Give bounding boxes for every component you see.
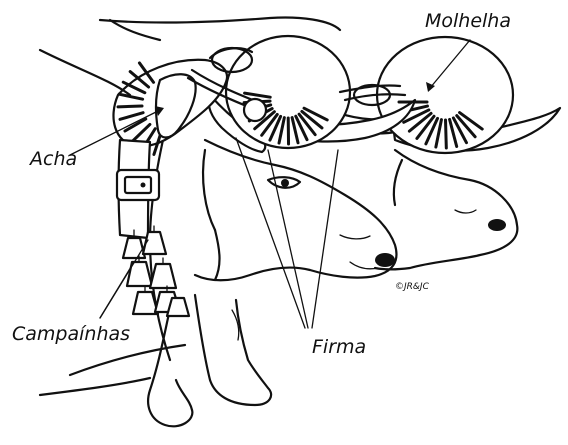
- label-campainhas: Campaínhas: [12, 325, 130, 344]
- bells: [123, 226, 189, 316]
- cushion-rib: [118, 106, 142, 107]
- cushion-rib: [446, 120, 447, 148]
- label-firma: Firma: [312, 338, 366, 357]
- front-ox: [148, 110, 396, 426]
- label-acha: Acha: [30, 150, 77, 169]
- copyright-text: ©JR&JC: [395, 283, 429, 292]
- label-molhelha: Molhelha: [425, 12, 511, 31]
- front-molhelha: [226, 36, 350, 148]
